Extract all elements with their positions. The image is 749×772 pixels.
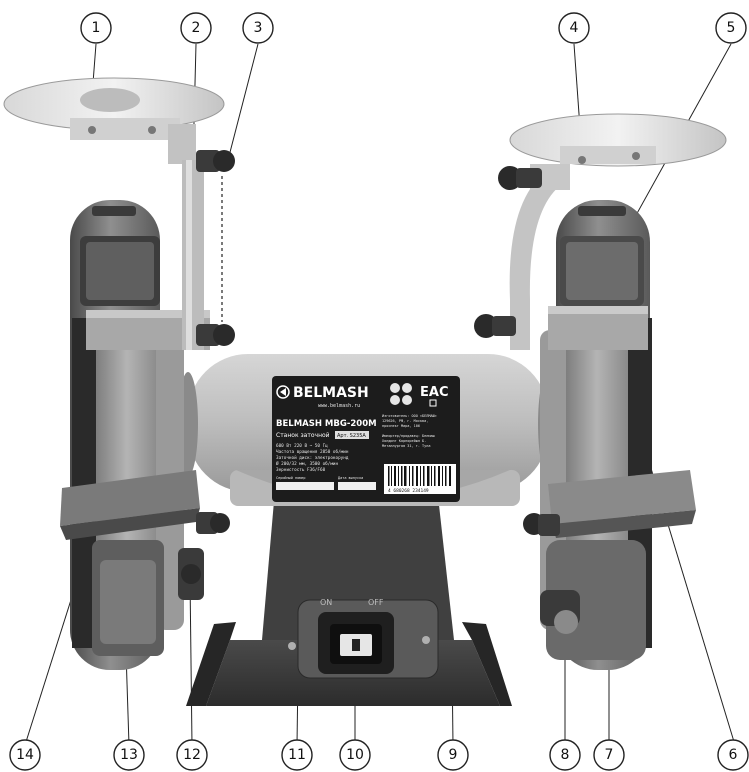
- importer-line-2: 129626, РФ, г. Москва,: [382, 419, 428, 423]
- svg-text:13: 13: [120, 747, 138, 763]
- right-guard-bracket: [548, 306, 648, 350]
- importer-line-1: Изготовитель: ООО «БЕЛМАШ»: [382, 414, 437, 418]
- disposal-icon: [429, 399, 437, 407]
- svg-text:8: 8: [561, 747, 570, 763]
- spec-line-3: Заточной диск: электрокорунд: [276, 455, 349, 461]
- callout-14: 14: [9, 739, 41, 771]
- svg-text:1: 1: [92, 20, 101, 36]
- callout-12: 12: [176, 739, 208, 771]
- spec-line-1: 600 Вт 220 В ~ 50 Гц: [276, 443, 328, 449]
- field-label-date: Дата выпуска: [338, 476, 363, 480]
- spec-line-4: Ø 200/32 мм, 3500 об/мин: [276, 460, 338, 467]
- callout-10: 10: [339, 739, 371, 771]
- nameplate-brand: BELMASH: [293, 385, 369, 401]
- safety-symbol-icons: [390, 383, 412, 405]
- shield-screw: [632, 152, 640, 160]
- svg-text:12: 12: [183, 747, 201, 763]
- nameplate-model: BELMASH MBG-200M: [276, 419, 377, 429]
- svg-text:7: 7: [605, 747, 614, 763]
- base-screw-left: [288, 642, 296, 650]
- lower-shield-knob-left[interactable]: [196, 324, 235, 346]
- date-field: [338, 482, 376, 490]
- right-eye-shield: [509, 113, 727, 167]
- callout-1: 1: [80, 12, 112, 44]
- callout-6: 6: [717, 739, 749, 771]
- upper-shield-knob-right[interactable]: [498, 166, 542, 190]
- power-switch[interactable]: [318, 612, 394, 674]
- svg-text:2: 2: [192, 20, 201, 36]
- switch-label-on: ON: [320, 598, 332, 607]
- callout-2: 2: [180, 12, 212, 44]
- right-lower-knob[interactable]: [540, 590, 580, 634]
- svg-text:10: 10: [346, 747, 364, 763]
- shield-screw: [148, 126, 156, 134]
- svg-text:3: 3: [254, 20, 263, 36]
- callout-8: 8: [549, 739, 581, 771]
- barcode: 4 680268 234149: [384, 464, 456, 494]
- serial-number-field: [276, 482, 334, 490]
- barcode-digits: 4 680268 234149: [388, 488, 429, 494]
- nameplate-subtitle: Станок заточной: [276, 432, 330, 439]
- left-eye-shield: [3, 77, 225, 140]
- eac-mark: EAC: [420, 385, 448, 400]
- field-label-serial: Серийный номер: [276, 476, 306, 480]
- spec-line-2: Частота вращения 2850 об/мин: [276, 448, 349, 455]
- svg-text:11: 11: [288, 747, 306, 763]
- svg-text:9: 9: [449, 747, 458, 763]
- producer-line-2: Холдинг Корпорейшн Б.: [382, 439, 426, 443]
- callout-3: 3: [242, 12, 274, 44]
- callout-4: 4: [558, 12, 590, 44]
- shield-screw: [88, 126, 96, 134]
- callout-7: 7: [593, 739, 625, 771]
- producer-line-1: Импортер/продавец: Белмаш: [382, 434, 435, 438]
- lower-shield-knob-right[interactable]: [474, 314, 516, 338]
- nameplate-brand-url: www.belmash.ru: [318, 403, 360, 409]
- importer-line-3: проспект Мира, 106: [382, 424, 420, 428]
- callout-13: 13: [113, 739, 145, 771]
- callout-5: 5: [715, 12, 747, 44]
- tool-rest-knob-left[interactable]: [196, 512, 230, 534]
- svg-text:4: 4: [570, 20, 579, 36]
- svg-text:6: 6: [729, 747, 738, 763]
- switch-label-off: OFF: [368, 598, 384, 607]
- left-lower-knob[interactable]: [178, 548, 204, 600]
- base-screw-right: [422, 636, 430, 644]
- svg-text:5: 5: [727, 20, 736, 36]
- shield-screw: [578, 156, 586, 164]
- producer-line-3: Металлургов 31, г. Тула: [382, 444, 430, 448]
- upper-shield-knob-left[interactable]: [196, 150, 235, 172]
- callout-9: 9: [437, 739, 469, 771]
- nameplate: BELMASH www.belmash.ru EAC BELMASH MBG-2…: [272, 376, 460, 502]
- svg-text:14: 14: [16, 747, 34, 763]
- tool-rest-knob-right[interactable]: [523, 513, 560, 536]
- spec-line-5: Зернистость F36/F60: [276, 467, 326, 473]
- right-tool-rest: [548, 470, 696, 538]
- left-shield-arm: [168, 124, 204, 350]
- nameplate-article: Арт. S235A: [337, 433, 366, 439]
- left-lower-guard: [92, 540, 164, 656]
- belmash-logo-icon: [276, 385, 290, 399]
- callout-11: 11: [281, 739, 313, 771]
- left-tool-rest: [60, 470, 200, 540]
